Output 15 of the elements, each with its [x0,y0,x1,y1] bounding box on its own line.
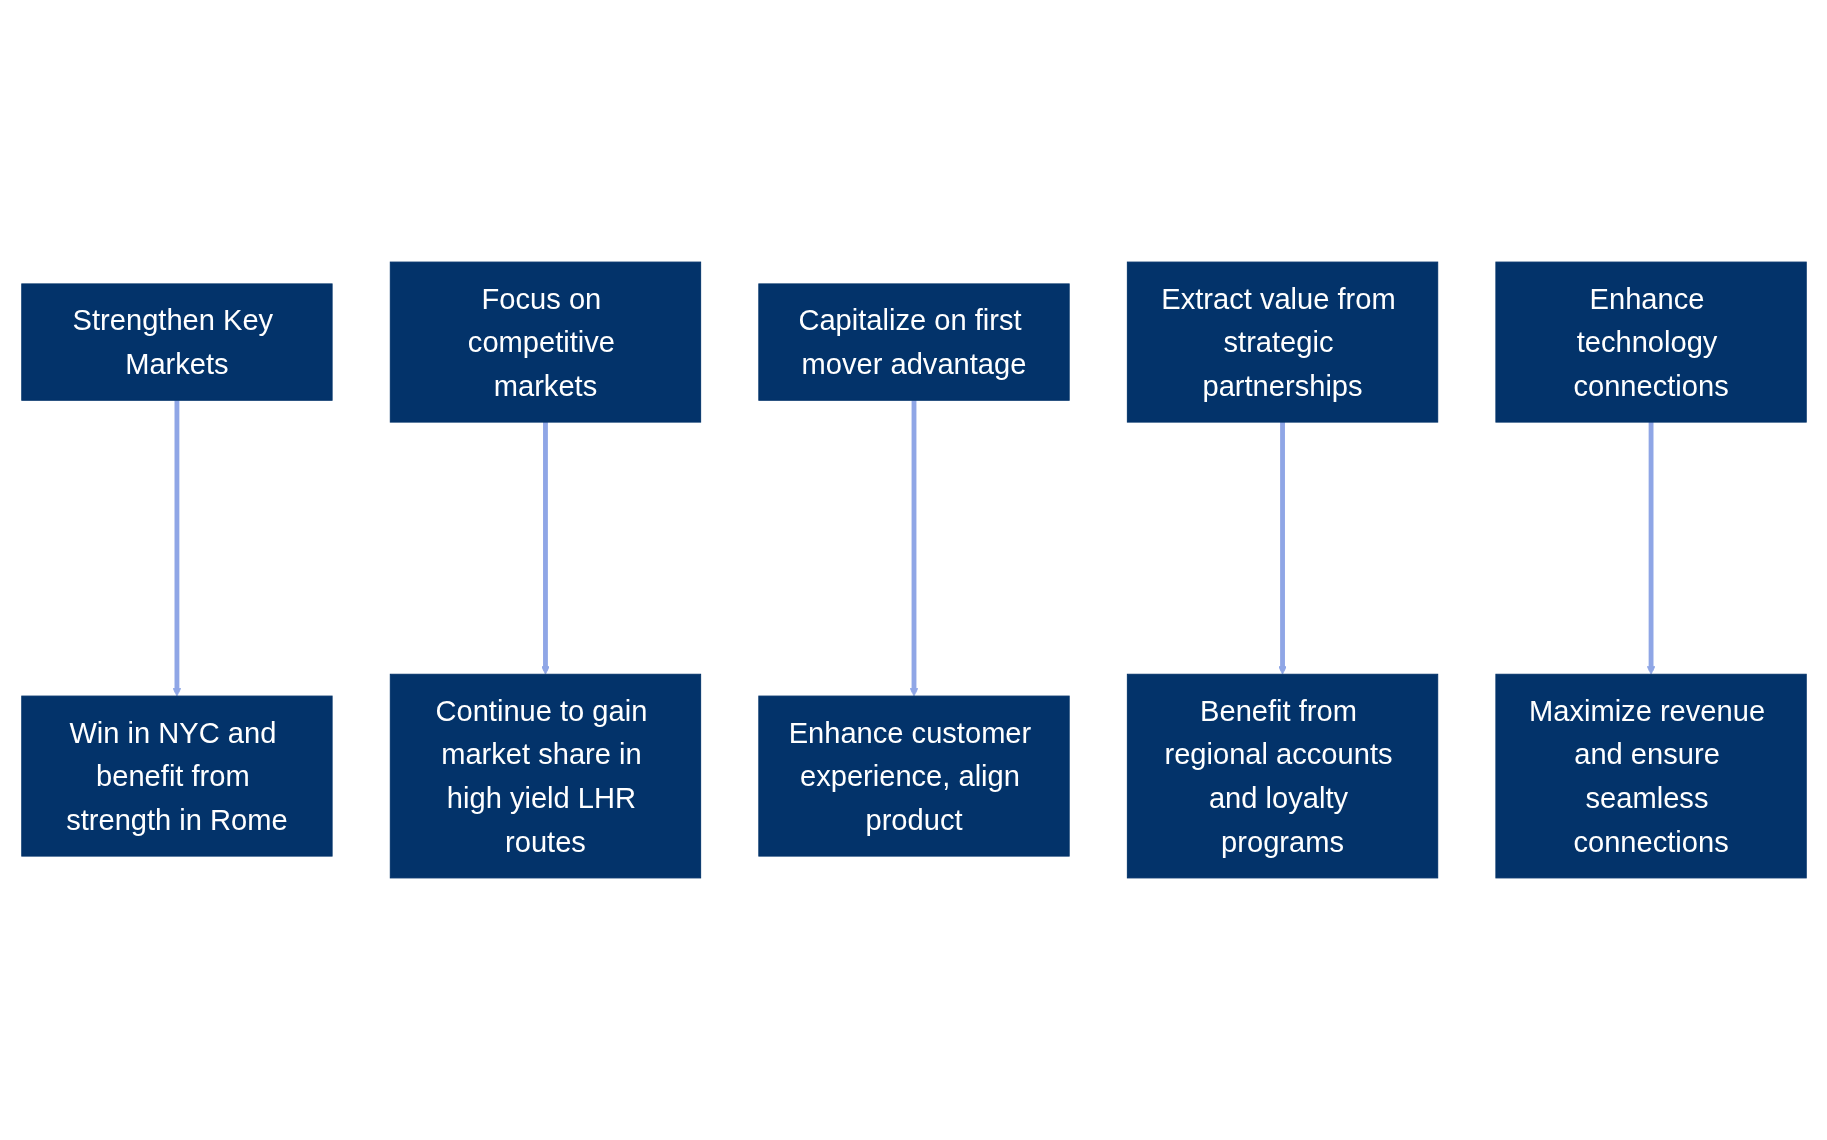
node-box: Continue to gain market share in high yield LHR routes [389,673,701,879]
arrow [1646,422,1655,675]
node-box: Extract value from strategic partnerships [1126,261,1438,423]
node-box: Enhance technology connections [1494,261,1807,423]
arrow [909,400,918,697]
node-box: Focus on competitive markets [389,261,701,423]
node-box: Capitalize on first mover advantage [757,283,1070,401]
node-box: Win in NYC and benefit from strength in Rome [20,695,333,857]
node-box: Strengthen Key Markets [20,283,333,401]
node-box: Enhance customer experience, align product [757,695,1070,857]
arrow [1277,422,1287,675]
node-box: Benefit from regional accounts and loyalty programs [1126,673,1438,879]
arrow [540,422,550,675]
arrow [172,400,181,697]
node-box: Maximize revenue and ensure seamless connections [1494,673,1807,879]
